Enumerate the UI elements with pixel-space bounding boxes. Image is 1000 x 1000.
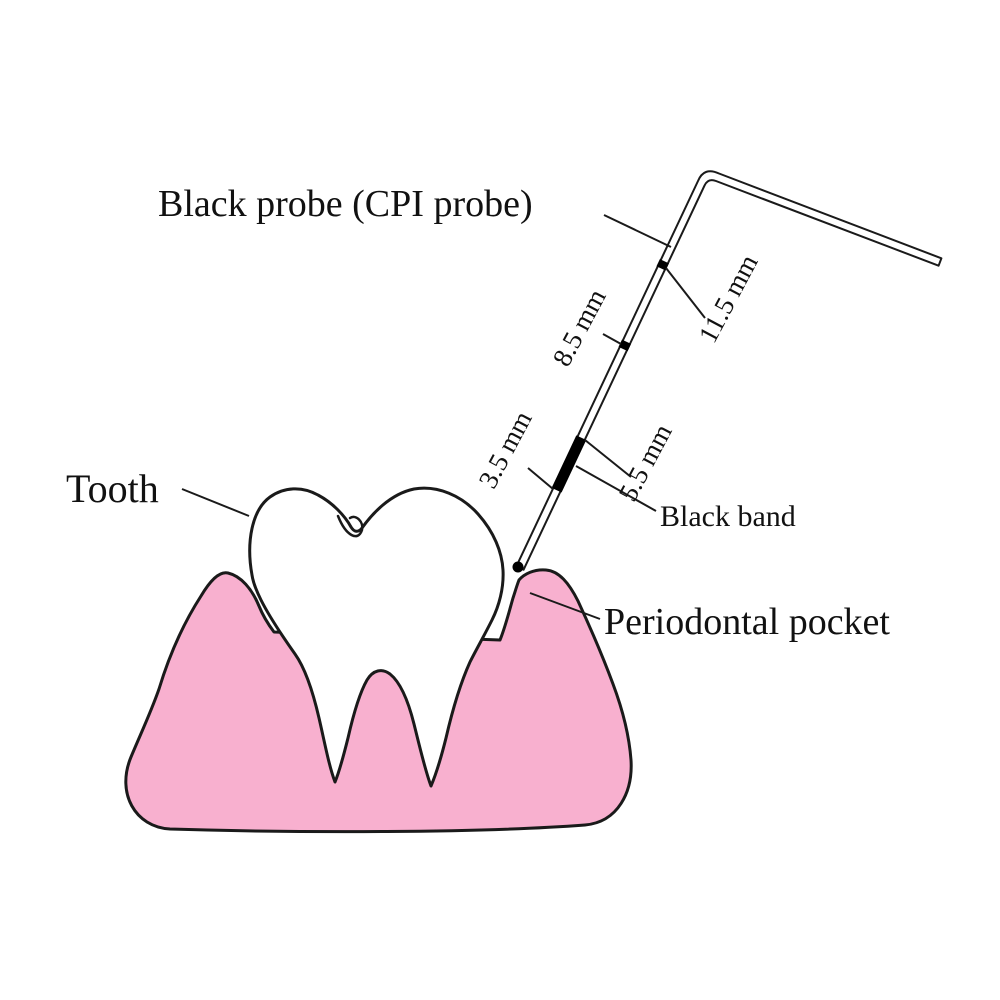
tooth-label-leader <box>181 488 250 517</box>
probe-label-leader <box>603 214 672 248</box>
probe-shape <box>515 170 943 571</box>
probe-tip-dot <box>512 561 524 573</box>
m55-leader <box>584 439 632 478</box>
measure-11-5mm-label: 11.5 mm <box>693 250 764 348</box>
tooth-shape <box>248 486 505 788</box>
black-band-label: Black band <box>660 500 796 533</box>
black-band-mark <box>551 435 587 493</box>
probe-label: Black probe (CPI probe) <box>158 183 533 225</box>
tick-8-5mm <box>618 339 632 352</box>
tooth-label: Tooth <box>66 466 159 511</box>
m35-leader <box>527 467 554 490</box>
m85-leader <box>602 333 622 345</box>
tick-11-5mm <box>656 259 669 271</box>
gum-shape <box>124 568 633 834</box>
m115-leader <box>665 267 706 319</box>
pocket-label-leader <box>529 592 601 620</box>
tooth-fissure-line <box>336 514 364 538</box>
black-band-label-leader <box>575 465 657 512</box>
measure-5-5mm-label: 5.5 mm <box>613 419 678 506</box>
measure-8-5mm-label: 8.5 mm <box>547 284 612 371</box>
measure-3-5mm-label: 3.5 mm <box>473 406 538 493</box>
pocket-label: Periodontal pocket <box>604 601 890 643</box>
